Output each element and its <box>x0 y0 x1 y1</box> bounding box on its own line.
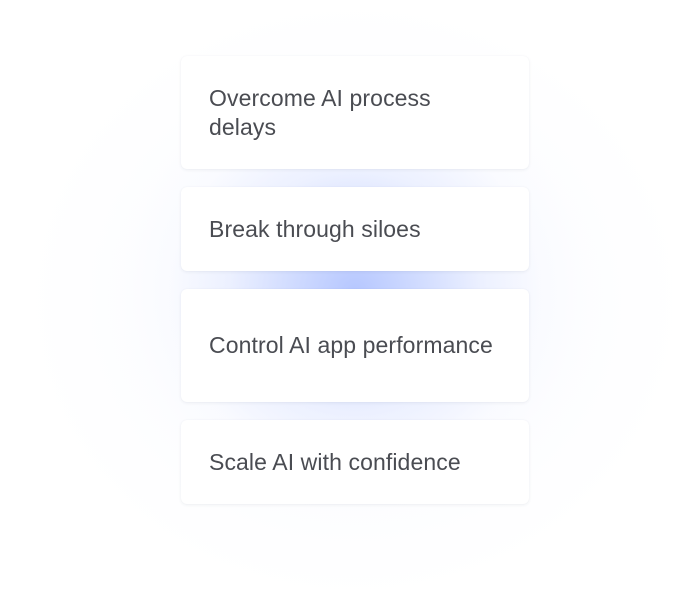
card-label: Scale AI with confidence <box>209 448 461 475</box>
card-label: Control AI app performance <box>209 332 493 358</box>
card-control-ai-app-performance[interactable]: Control AI app performance <box>181 289 529 402</box>
card-overcome-ai-process-delays[interactable]: Overcome AI process delays <box>181 56 529 169</box>
card-scale-ai-with-confidence[interactable]: Scale AI with confidence <box>181 420 529 504</box>
card-break-through-siloes[interactable]: Break through siloes <box>181 187 529 271</box>
card-label: Break through siloes <box>209 215 421 242</box>
card-label: Overcome AI process delays <box>209 84 431 140</box>
